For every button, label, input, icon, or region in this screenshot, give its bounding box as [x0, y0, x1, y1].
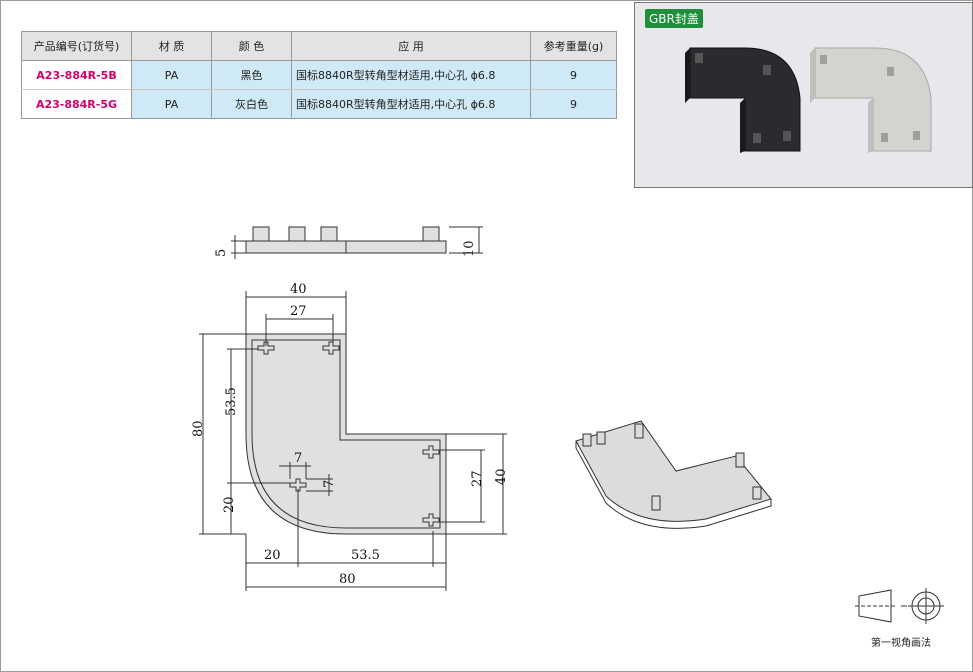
row-code: A23-884R-5G: [21, 89, 132, 119]
table-row: A23-884R-5B PA 黑色 国标8840R型转角型材适用,中心孔 ϕ6.…: [21, 60, 617, 90]
dim-side-5: 5: [214, 249, 229, 257]
header-code: 产品编号(订货号): [21, 31, 132, 61]
dim-80-bottom: 80: [339, 572, 356, 587]
dim-27-top: 27: [290, 304, 307, 319]
projection-symbol: 第一视角画法: [851, 586, 951, 649]
projection-label: 第一视角画法: [871, 638, 931, 649]
row-material: PA: [131, 60, 212, 90]
dim-40-right: 40: [494, 468, 509, 485]
dim-7-h: 7: [294, 451, 302, 466]
dim-side-10: 10: [462, 240, 477, 257]
cross-holes: [257, 341, 440, 527]
dim-20-left: 20: [222, 496, 237, 513]
dim-53-5-left: 53.5: [224, 387, 239, 416]
isometric-view: [575, 420, 772, 529]
side-view: [231, 226, 483, 259]
row-weight: 9: [530, 89, 617, 119]
product-photo: GBR封盖: [634, 2, 973, 188]
dim-7-v: 7: [322, 480, 337, 488]
row-application: 国标8840R型转角型材适用,中心孔 ϕ6.8: [291, 60, 531, 90]
top-view: [199, 291, 507, 591]
row-color: 黑色: [211, 60, 292, 90]
row-color: 灰白色: [211, 89, 292, 119]
row-code: A23-884R-5B: [21, 60, 132, 90]
dim-53-5-bottom: 53.5: [351, 548, 380, 563]
cap-photos: [685, 47, 932, 153]
black-cap-image: [685, 47, 801, 153]
dim-80-left: 80: [191, 420, 206, 437]
row-material: PA: [131, 89, 212, 119]
dimension-labels: 5 10 40 27 80 53.5 20 7 7 27 40 20 53.5 …: [191, 240, 509, 587]
row-weight: 9: [530, 60, 617, 90]
header-application: 应 用: [291, 31, 531, 61]
spec-table: 产品编号(订货号) 材 质 颜 色 应 用 参考重量(g) A23-884R-5…: [21, 31, 617, 119]
table-row: A23-884R-5G PA 灰白色 国标8840R型转角型材适用,中心孔 ϕ6…: [21, 89, 617, 119]
grey-cap-image: [810, 47, 932, 153]
dim-27-right: 27: [470, 470, 485, 487]
product-tag: GBR封盖: [645, 9, 703, 28]
header-weight: 参考重量(g): [530, 31, 617, 61]
first-angle-icon: [855, 588, 944, 624]
table-header-row: 产品编号(订货号) 材 质 颜 色 应 用 参考重量(g): [21, 31, 617, 61]
dim-40-top: 40: [290, 282, 307, 297]
dim-20-bottom: 20: [264, 548, 281, 563]
